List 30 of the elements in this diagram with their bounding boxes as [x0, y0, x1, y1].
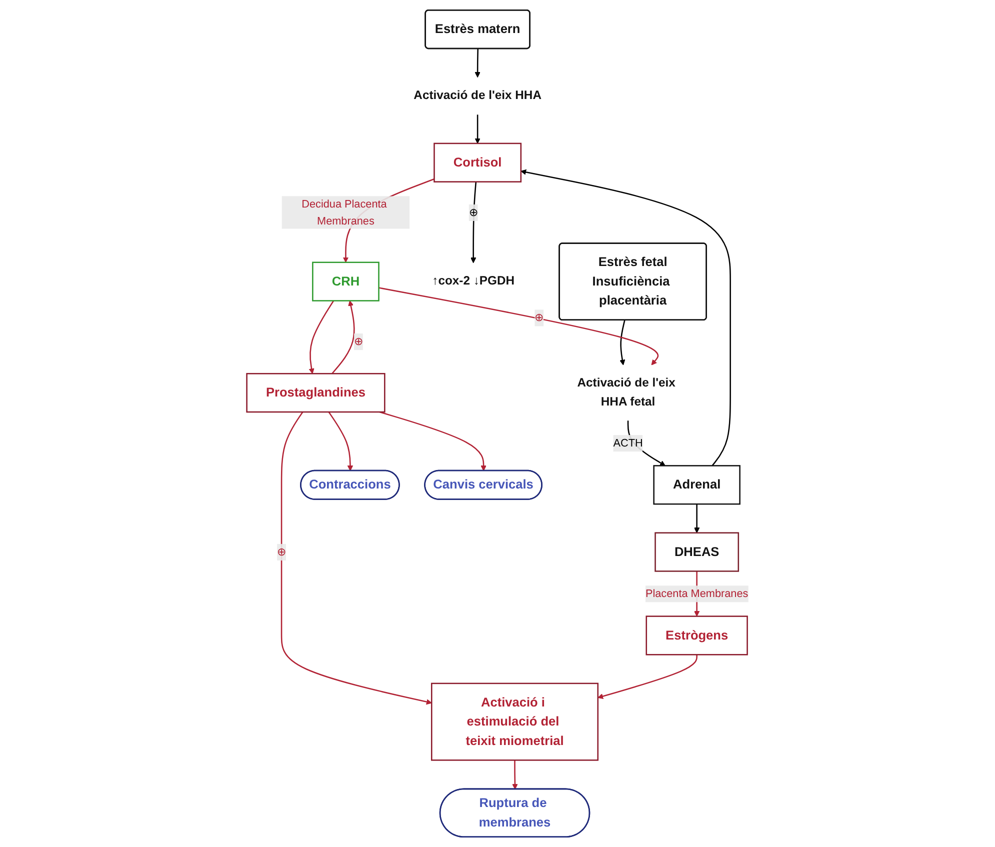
node-text: Activació de l'eix HHA [414, 88, 542, 102]
edge-label: ⊕ [277, 546, 286, 558]
arrow [332, 300, 355, 374]
node-text: Activació de l'eix HHA fetal [577, 376, 676, 408]
edge-label: ⊕ [468, 206, 478, 218]
arrow [378, 287, 659, 366]
edge-label: Decidua Placenta Membranes [302, 198, 387, 227]
arrow [474, 114, 480, 144]
node-box: Cortisol [434, 142, 522, 182]
arrow [280, 412, 432, 705]
edge-label: ⊕ [534, 312, 544, 324]
arrow [694, 504, 700, 534]
node-box: Prostaglandines [246, 372, 386, 413]
node-box: CRH [312, 262, 380, 302]
node-box: DHEAS [654, 532, 740, 572]
edge-label: Placenta Membranes [645, 588, 748, 600]
arrow [470, 182, 477, 264]
node-box: Estrògens [646, 616, 748, 656]
arrow [474, 48, 480, 78]
arrow [512, 760, 518, 790]
arrow [328, 412, 354, 472]
arrow [620, 320, 626, 366]
arrow [379, 411, 486, 472]
node-box: Activació i estimulació del teixit miometrial [431, 682, 599, 761]
edge-label: ACTH [613, 436, 643, 450]
arrow [308, 300, 334, 374]
node-text: ↑cox-2 ↓PGDH [432, 274, 515, 288]
node-box: Adrenal [653, 465, 740, 505]
edge-label: ⊕ [354, 335, 363, 348]
arrow [598, 654, 698, 699]
